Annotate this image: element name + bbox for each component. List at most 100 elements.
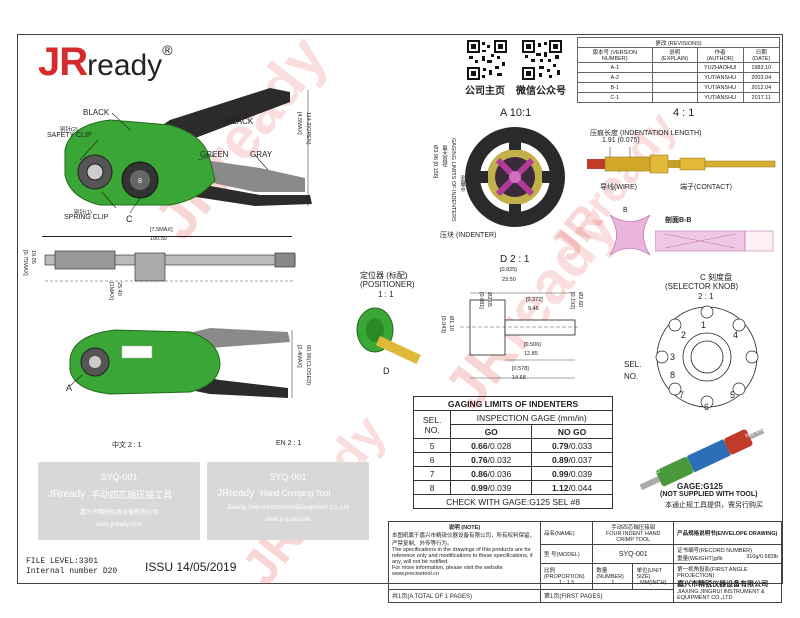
- table-cell: [651, 82, 698, 93]
- selector-number: 6: [704, 402, 710, 412]
- gaging-title: GAGING LIMITS OF INDENTERS: [413, 396, 613, 411]
- unit-value: MM(INCH): [640, 580, 667, 587]
- table-cell: /0.039: [568, 468, 593, 479]
- positioner-cn: 定位器 (标配): [360, 271, 408, 280]
- selector-sel-label: SEL.: [624, 360, 642, 369]
- table-cell: /0.033: [568, 440, 593, 451]
- label-gray: GRAY: [250, 150, 273, 159]
- indentation-length-value: 1.91 (0.075): [602, 137, 640, 144]
- card-name: 手动四芯轴压接工具: [91, 490, 173, 500]
- label-spring-clip: SPRING CLIP: [64, 214, 109, 221]
- view-a-dim1-cn: 最大直径: [441, 145, 447, 167]
- title-block: 说明 (NOTE) 本图纸属于嘉兴市精锐仪器设备有限公司，所有权利保留，严禁复制…: [388, 521, 782, 604]
- notes-en2: For more information, please visit the w…: [392, 565, 503, 577]
- selector-number: 8: [670, 370, 676, 380]
- card-url: www.jrready.com: [265, 517, 311, 523]
- logo-jr: JR: [38, 40, 88, 84]
- name-cn: 手动四芯轴压接钳: [611, 525, 656, 531]
- revisions-table: 更改 (REVISIONS) 版本号 (VERSION NUMBER) 说明 (…: [577, 37, 781, 103]
- positioner-scale: 1 : 1: [378, 290, 394, 299]
- company-en: JIAXING JINGRUI INSTRUMENT & EQUIPMENT C…: [677, 589, 765, 601]
- table-cell: /0.028: [487, 440, 512, 451]
- dim-height-in: [4.5MAX]: [296, 112, 302, 135]
- gage-pin-icon: [639, 428, 765, 491]
- dim-d7-in: [0.578]: [512, 366, 529, 372]
- issue-date: ISSU 14/05/2019: [145, 560, 237, 574]
- dim-d5-in: [0.043]: [440, 316, 446, 333]
- dim-d4-mm: Ø2.60: [577, 292, 583, 307]
- name-label: 品名(NAME): [539, 521, 594, 545]
- table-cell: A-1: [577, 62, 653, 73]
- gaging-nogo: NO GO: [531, 424, 613, 439]
- card-name: Hand Crimping Tool: [260, 489, 331, 498]
- logo-registered: ®: [162, 42, 173, 58]
- table-cell: YUTIANSHU: [696, 92, 744, 103]
- card-brand: JRready: [48, 489, 86, 500]
- selector-no-label: NO.: [624, 372, 639, 381]
- card-company: 嘉兴市精锐仪器设备有限公司: [79, 510, 158, 516]
- ratio-value: 1 : 1.5: [559, 580, 575, 587]
- label-black-right: BLACK: [227, 117, 254, 126]
- ratio-label: 比例(PROPORTION): [544, 568, 585, 581]
- table-cell: 1.12: [551, 482, 569, 493]
- name-en: FOUR INDENT HAND CRIMP TOOL: [605, 531, 661, 543]
- table-cell: 0.99: [551, 468, 569, 479]
- gaging-inspection: INSPECTION GAGE (mm/in): [450, 410, 613, 425]
- selector-number: 2: [681, 330, 687, 340]
- view-a-dim2: GAGING LIMITS OF INDENTERS: [450, 138, 456, 222]
- dim-d3-in: [0.081]: [478, 292, 484, 309]
- label-a: A: [66, 383, 73, 393]
- label-black-top: BLACK: [83, 108, 110, 117]
- dim-closed-mm: 60.96(CLOSED): [305, 345, 311, 386]
- model-label: 型 号(MODEL): [539, 544, 594, 564]
- dim-width-mm: 190.50: [150, 236, 167, 242]
- qr-label-homepage: 公司主页: [465, 86, 505, 97]
- label-wire: 导线(WIRE): [600, 184, 637, 191]
- selector-number: 7: [679, 390, 685, 400]
- qr-code-icon: [522, 40, 562, 80]
- cert-label: 证书编号(RECORD NUMBER): [677, 548, 752, 554]
- dim-d7-mm: 14.68: [512, 375, 526, 381]
- table-cell: 6: [412, 452, 452, 467]
- label-contact: 端子(CONTACT): [680, 184, 732, 191]
- internal-number: Internal number D20: [26, 567, 118, 576]
- card-brand: JRready: [217, 488, 255, 499]
- dim-thick-in: [0.75MAX]: [22, 250, 28, 276]
- dim-d1-mm: 23.50: [502, 277, 516, 283]
- table-cell: 7: [412, 466, 452, 481]
- selector-number: 5: [730, 390, 736, 400]
- spec-title: 产品规格说明书(ENVELOPE DRAWING): [673, 521, 782, 545]
- view-41-title: 4 : 1: [673, 107, 695, 119]
- qty-value: 1: [611, 580, 615, 587]
- logo-ready: ready: [87, 49, 163, 82]
- crimp-tool-closed-view: [69, 328, 293, 398]
- table-cell: 8: [412, 480, 452, 495]
- dim-d2-in: [0.372]: [526, 297, 543, 303]
- gaging-sel: SEL.: [422, 414, 442, 425]
- selector-scale: 2 : 1: [698, 292, 714, 301]
- revisions-col: 说明 (EXPLAIN): [651, 47, 698, 63]
- table-cell: 0.79: [551, 440, 569, 451]
- label-spring-clip-cn: 别针(1): [74, 210, 92, 216]
- revisions-header: 更改 (REVISIONS): [577, 37, 780, 48]
- model-value: SYQ-001: [592, 544, 675, 564]
- card-url: www.jrready.com: [96, 522, 142, 528]
- selector-title-en: (SELECTOR KNOB): [665, 282, 739, 291]
- crimp-tool-side-view: [44, 250, 296, 282]
- notes-en: The specifications in the drawings of th…: [392, 547, 533, 565]
- view-a-dim2-cn: 测量点: [459, 175, 465, 192]
- table-cell: [651, 92, 698, 103]
- table-cell: A-2: [577, 72, 653, 83]
- positioner-dimension-view: [460, 292, 580, 379]
- section-bb-label: 剖面B-B: [665, 217, 692, 224]
- gaging-go: GO: [450, 424, 533, 439]
- page-first: 第1页(FIRST PAGES): [539, 588, 675, 604]
- file-level: FILE LEVEL:3301: [26, 557, 99, 566]
- table-cell: 2017.11: [742, 92, 781, 103]
- notes-label: 说明 (NOTE): [448, 525, 481, 531]
- table-cell: C-1: [577, 92, 653, 103]
